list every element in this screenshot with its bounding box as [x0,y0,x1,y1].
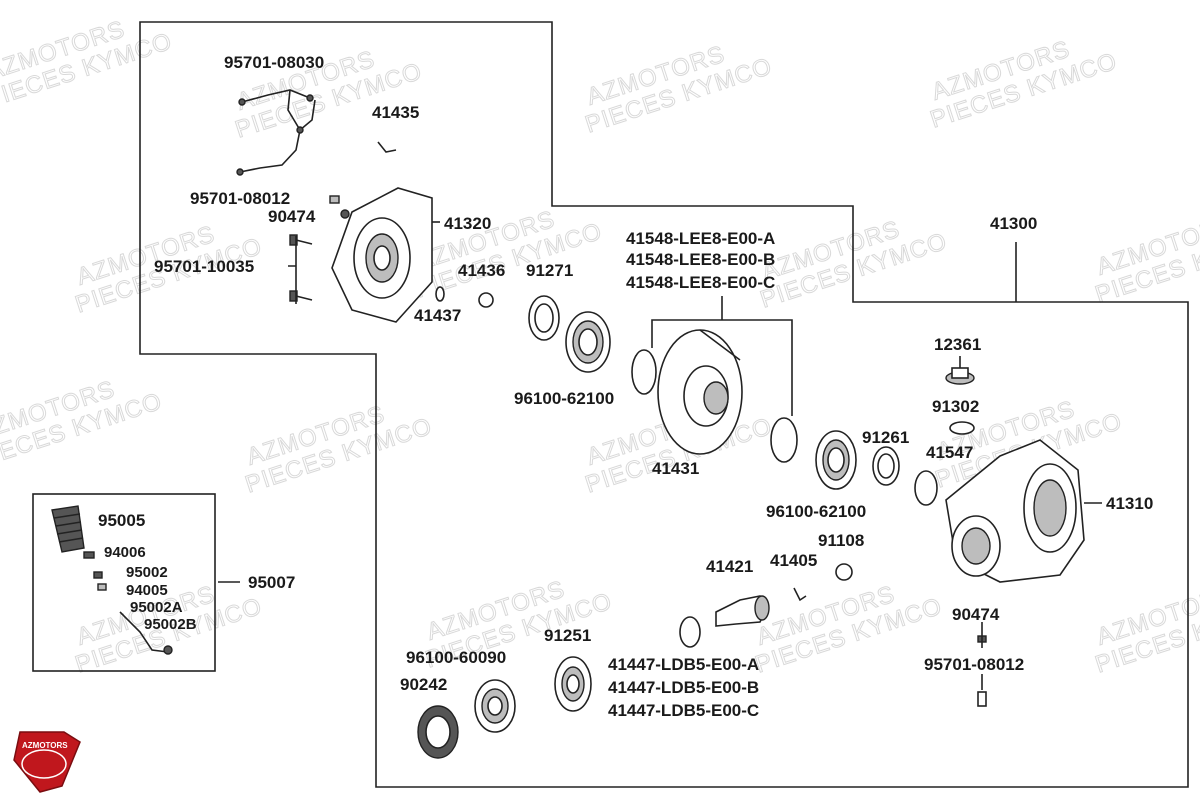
bolts-graphic [289,195,350,302]
bearing-graphic [565,311,611,373]
part-label[interactable]: 41547 [926,443,973,462]
nut-graphic [835,563,853,581]
part-label[interactable]: 12361 [934,335,981,354]
part-label[interactable]: 91261 [862,428,909,447]
part-label[interactable]: 95701-08012 [924,655,1024,674]
part-label[interactable]: 41447-LDB5-E00-A [608,655,759,674]
part-label[interactable]: 96100-62100 [766,502,866,521]
bearing-graphic [554,656,592,712]
part-label[interactable]: 41548-LEE8-E00-C [626,273,775,292]
pin-graphic [377,141,397,153]
part-label[interactable]: 41548-LEE8-E00-A [626,229,775,248]
clip-graphic [435,286,445,302]
part-label[interactable]: 91302 [932,397,979,416]
part-label[interactable]: 90242 [400,675,447,694]
cover-graphic [331,187,433,323]
part-label[interactable]: 91108 [818,531,864,550]
part-label[interactable]: 95701-08030 [224,53,324,72]
part-label[interactable]: 95002 [126,564,168,581]
sub-assembly-frame [32,493,216,672]
part-label[interactable]: 96100-62100 [514,389,614,408]
logo-text: AZMOTORS [22,741,68,750]
seal-graphic [528,295,560,341]
part-label[interactable]: 41548-LEE8-E00-B [626,250,775,269]
part-label[interactable]: 91251 [544,626,591,645]
part-label[interactable]: 95002A [130,599,183,616]
ring-gear-graphic [657,329,743,455]
seal-graphic [872,446,900,486]
part-label[interactable]: 94005 [126,582,168,599]
clip-graphic [793,587,807,602]
assembly-frame [139,21,1189,788]
part-label[interactable]: 41436 [458,261,505,280]
part-label[interactable]: 41421 [706,557,753,576]
azmotors-logo: AZMOTORS [13,731,81,793]
plug-graphic [945,367,975,385]
part-label[interactable]: 95701-08012 [190,189,290,208]
part-label[interactable]: 41320 [444,214,491,233]
part-label[interactable]: 41300 [990,214,1037,233]
part-label[interactable]: 95007 [248,573,295,592]
part-labels: 95701-08030 41435 95701-08012 90474 4132… [98,53,1153,720]
part-label[interactable]: 41310 [1106,494,1153,513]
part-label[interactable]: 41437 [414,306,461,325]
part-label[interactable]: 95701-10035 [154,257,254,276]
part-label[interactable]: 90474 [268,207,316,226]
oring-graphic [770,417,798,463]
wire-harness-graphic [236,89,316,176]
part-label[interactable]: 95002B [144,616,197,633]
part-label[interactable]: 41431 [652,459,699,478]
bearing-graphic [815,430,857,490]
part-label[interactable]: 94006 [104,544,146,561]
boot-graphic [51,505,173,655]
part-label[interactable]: 41447-LDB5-E00-C [608,701,759,720]
shim-graphic [679,616,701,648]
part-label[interactable]: 41447-LDB5-E00-B [608,678,759,697]
cap-graphic [478,292,494,308]
part-label[interactable]: 41405 [770,551,817,570]
washer-graphic [949,421,975,435]
housing-graphic [945,439,1085,583]
part-label[interactable]: 41435 [372,103,419,122]
oring-graphic [631,349,657,395]
pinion-graphic [715,595,770,627]
leader-lines [218,221,1102,690]
part-label[interactable]: 96100-60090 [406,648,506,667]
part-label[interactable]: 95005 [98,511,145,530]
seal-graphic [417,705,459,759]
oring-graphic [914,470,938,506]
bearing-graphic [474,679,516,733]
part-label[interactable]: 90474 [952,605,1000,624]
part-label[interactable]: 91271 [526,261,573,280]
